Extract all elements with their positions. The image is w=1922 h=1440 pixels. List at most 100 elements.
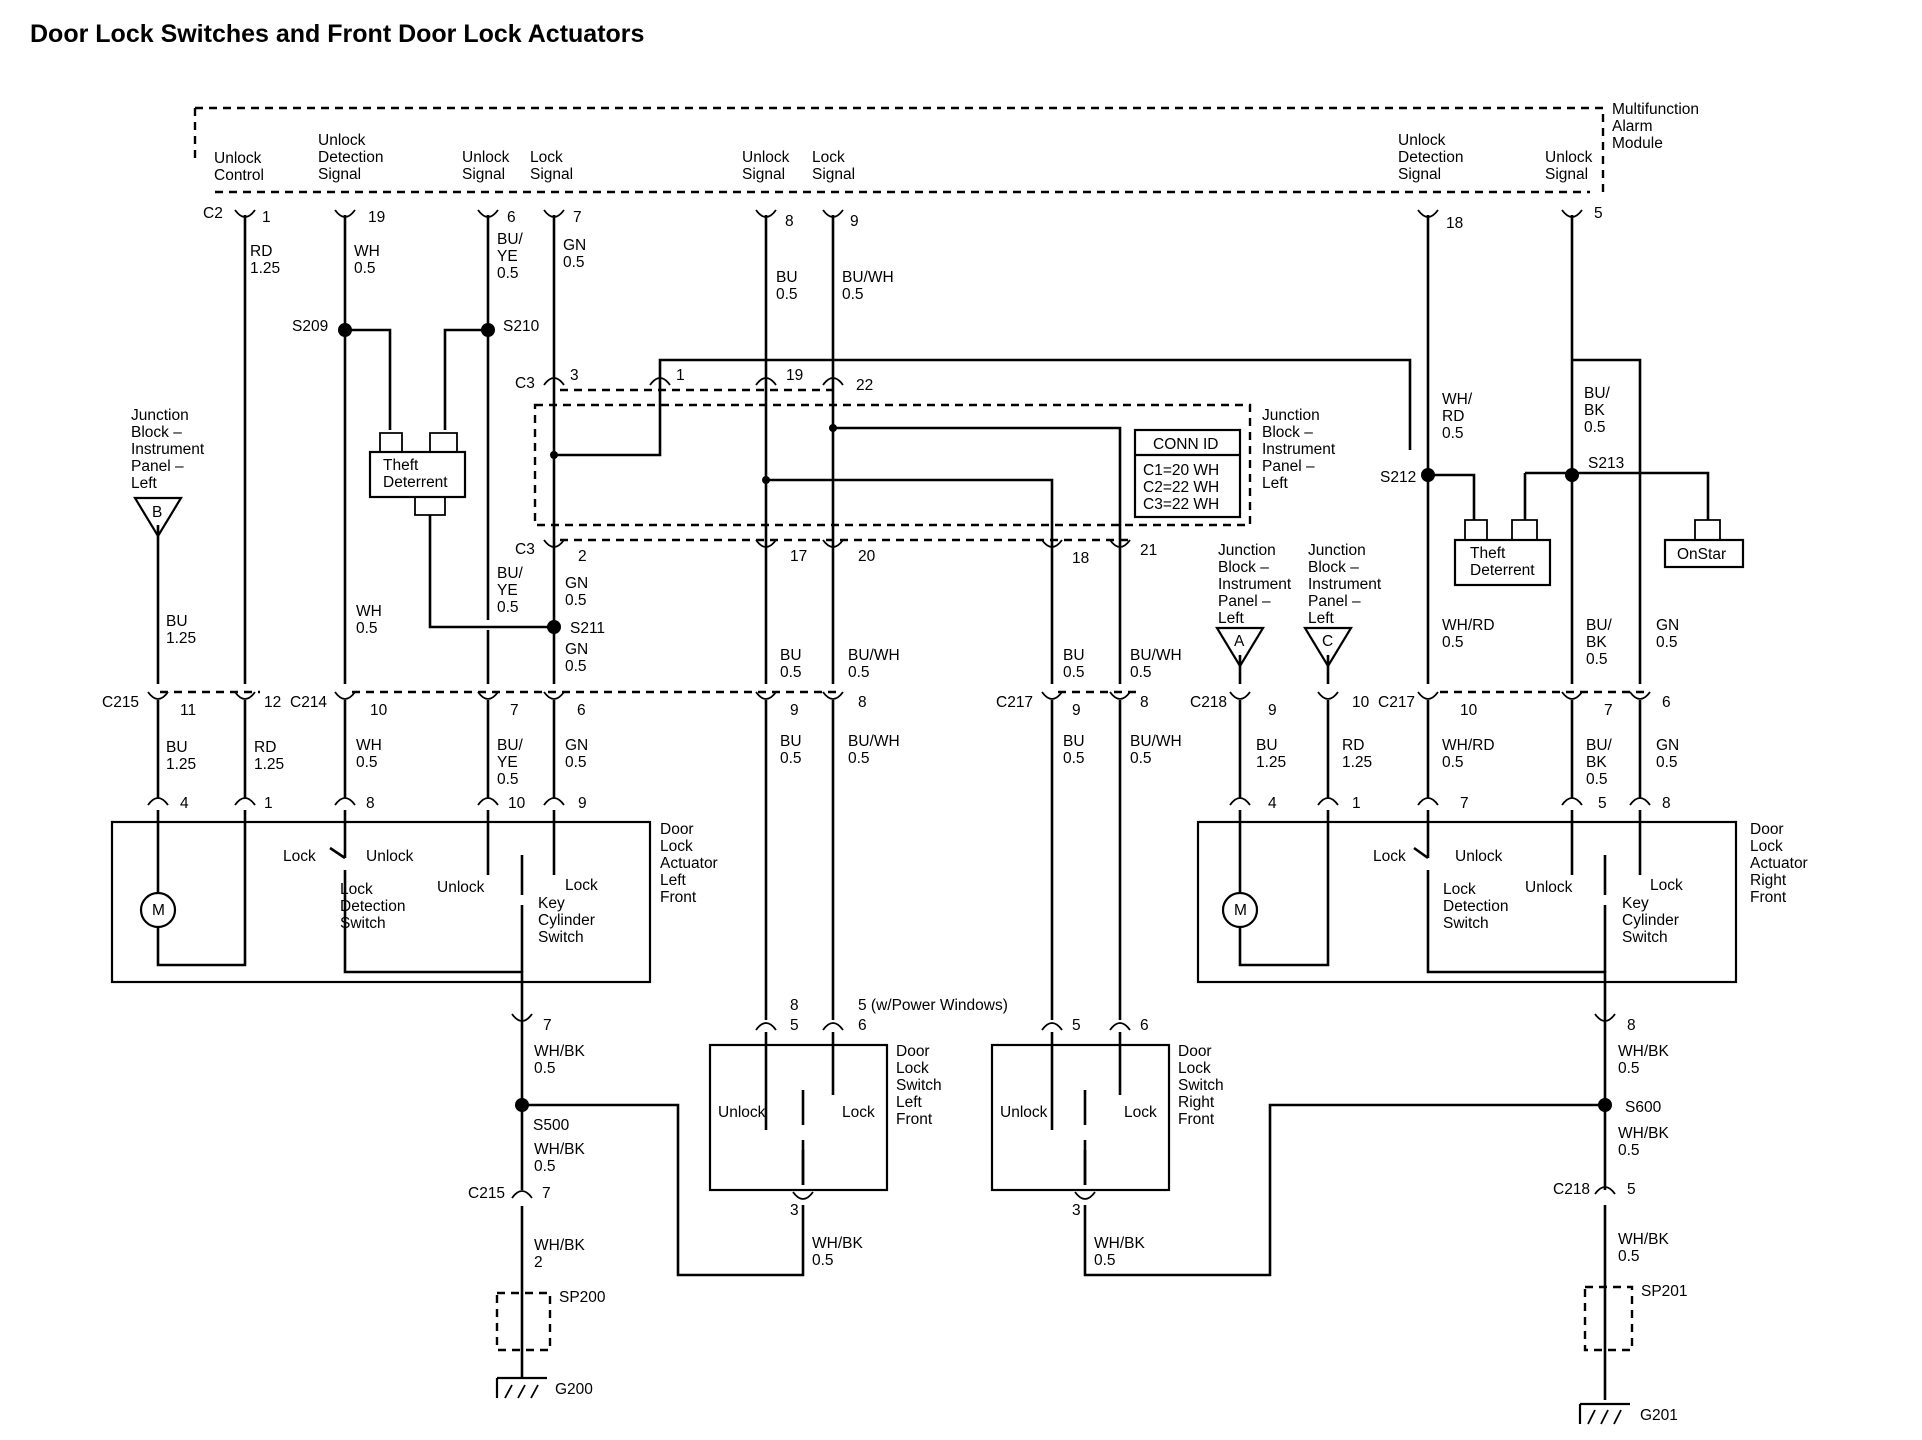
label-sp: S500: [533, 1117, 570, 1134]
label-wl: BU: [780, 733, 802, 750]
page-title: Door Lock Switches and Front Door Lock A…: [30, 20, 645, 48]
label-wl: BU/WH: [848, 647, 900, 664]
label-wl: GN: [1656, 617, 1679, 634]
label-cn: C214: [290, 694, 327, 711]
label-wl: BU: [166, 739, 188, 756]
label-wl: WH/BK: [1094, 1235, 1145, 1252]
label-sp: S212: [1380, 469, 1416, 486]
label-wl: 0.5: [1442, 634, 1464, 651]
label-dla: Lock: [660, 838, 693, 855]
label-p: 18: [1446, 215, 1463, 232]
label-p: 11: [180, 702, 196, 719]
wires: [156, 215, 1710, 1350]
label-g: G200: [555, 1381, 593, 1398]
label-wl: 0.5: [1618, 1060, 1640, 1077]
label-wl: BU: [1063, 733, 1085, 750]
theft-deterrent-left: Theft Deterrent: [368, 432, 467, 516]
label-p: 8: [1140, 694, 1149, 711]
label-dla: Left: [660, 872, 687, 889]
label-p: 7: [1604, 702, 1613, 719]
label-p: 19: [786, 367, 803, 384]
jb-triangle-a: A: [1215, 626, 1265, 669]
label-jbl: Panel –: [131, 458, 184, 475]
sp200: [495, 1291, 552, 1352]
label-dsr: Switch: [1178, 1077, 1224, 1094]
label-cn: C218: [1190, 694, 1227, 711]
label-jbl: Junction: [131, 407, 189, 424]
label-wl: 0.5: [497, 599, 519, 616]
label-h1: Control: [214, 167, 264, 184]
label-wl: BU: [1256, 737, 1278, 754]
label-h4: Lock: [530, 149, 563, 166]
label-sw: Lock: [1124, 1104, 1157, 1121]
label-h6: Signal: [812, 166, 855, 183]
motor-left-label: M: [152, 902, 165, 919]
junction-block-box: [533, 388, 1252, 542]
label-h6: Lock: [812, 149, 845, 166]
label-h5: Signal: [742, 166, 785, 183]
theft-deterrent-left-line1: Theft: [383, 457, 419, 474]
label-wl: 0.5: [1442, 425, 1464, 442]
label-wl: WH/BK: [812, 1235, 863, 1252]
label-sw: Detection: [1443, 898, 1508, 915]
label-wl: 1.25: [1256, 754, 1286, 771]
onstar-label: OnStar: [1677, 546, 1726, 563]
label-p: 6: [858, 1017, 867, 1034]
label-sw: Switch: [340, 915, 386, 932]
label-cn: C217: [1378, 694, 1415, 711]
label-sw: Cylinder: [538, 912, 595, 929]
label-jbc: Panel –: [1308, 593, 1361, 610]
label-p: 8: [1627, 1017, 1636, 1034]
label-wl: 0.5: [356, 620, 378, 637]
label-jba: Instrument: [1218, 576, 1292, 593]
label-p: 7: [510, 702, 519, 719]
label-wl: 0.5: [848, 750, 870, 767]
label-wl: GN: [563, 237, 586, 254]
label-sw: Lock: [565, 877, 598, 894]
label-wl: 0.5: [780, 664, 802, 681]
jb-triangle-b: B: [133, 496, 183, 539]
label-sw: Lock: [1443, 881, 1476, 898]
label-wl: 1.25: [166, 630, 196, 647]
label-h4: Signal: [530, 166, 573, 183]
label-wl: 0.5: [1656, 634, 1678, 651]
label-wl: WH/BK: [534, 1141, 585, 1158]
label-jba: Panel –: [1218, 593, 1271, 610]
label-dra: Front: [1750, 889, 1787, 906]
door-lock-switch-right: [990, 1032, 1171, 1192]
label-h3: Unlock: [462, 149, 510, 166]
label-wl: 0.5: [565, 592, 587, 609]
label-wl: WH/BK: [1618, 1043, 1669, 1060]
label-sp: S210: [503, 318, 540, 335]
label-wl: RD: [1342, 737, 1364, 754]
label-wl: 0.5: [1130, 664, 1152, 681]
label-sw: Lock: [842, 1104, 875, 1121]
label-p: 6: [1662, 694, 1671, 711]
label-p: 17: [790, 548, 807, 565]
label-p: 8: [858, 694, 867, 711]
connector-id-box: CONN ID C1=20 WH C2=22 WH C3=22 WH: [1133, 428, 1242, 519]
label-h2: Signal: [318, 166, 361, 183]
label-p: 8: [790, 997, 799, 1014]
label-cn: C215: [102, 694, 139, 711]
label-jb1: Instrument: [1262, 441, 1336, 458]
theft-deterrent-right-line2: Deterrent: [1470, 562, 1535, 579]
label-jbc: Block –: [1308, 559, 1359, 576]
label-jb1: Panel –: [1262, 458, 1315, 475]
label-jbc: Instrument: [1308, 576, 1382, 593]
label-g: G201: [1640, 1407, 1678, 1424]
label-wl: GN: [565, 641, 588, 658]
label-p: 4: [180, 795, 189, 812]
label-jba: Junction: [1218, 542, 1276, 559]
label-sw: Unlock: [718, 1104, 766, 1121]
ground-g201: [1578, 1350, 1630, 1425]
label-wl: 0.5: [1656, 754, 1678, 771]
label-p: 6: [577, 702, 586, 719]
label-p: 22: [856, 377, 873, 394]
label-wl: BK: [1586, 754, 1607, 771]
label-wl: BU/: [497, 231, 524, 248]
label-wl: BU: [780, 647, 802, 664]
label-c3: C3: [515, 375, 535, 392]
label-wl: WH/RD: [1442, 737, 1495, 754]
label-wl: BK: [1586, 634, 1607, 651]
